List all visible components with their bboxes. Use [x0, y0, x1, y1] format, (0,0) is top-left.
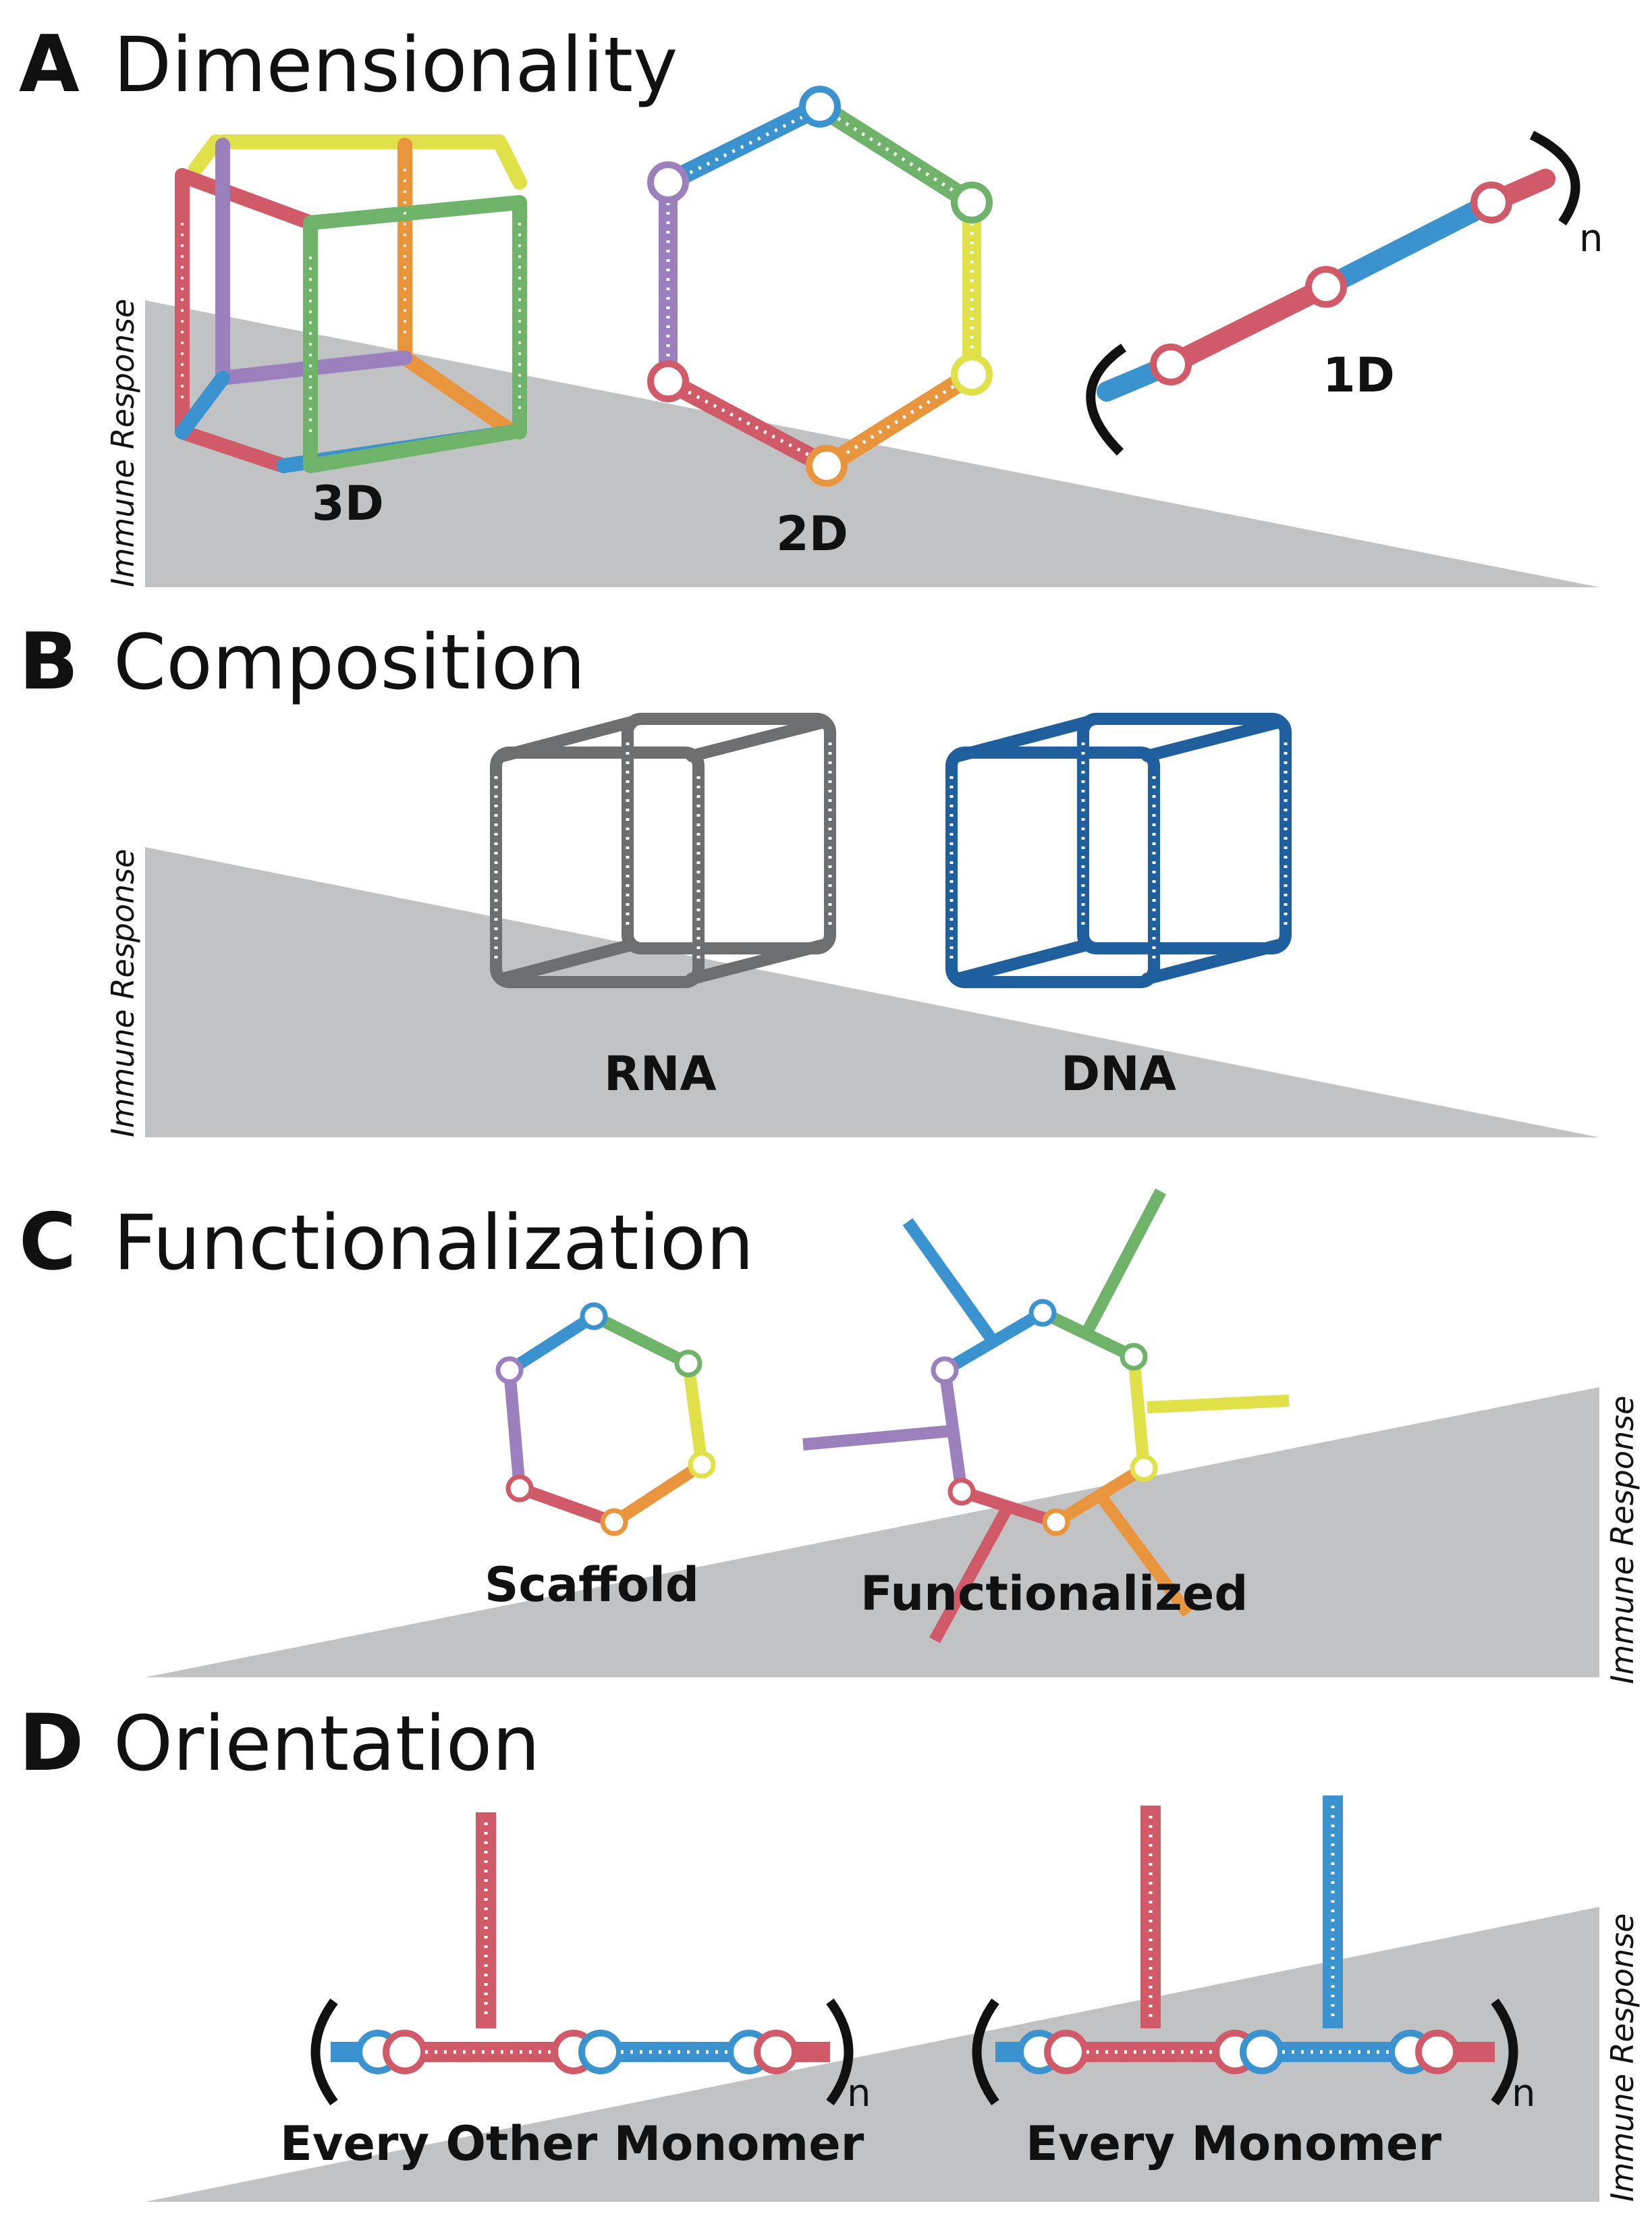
bracket-right-every-other	[826, 1998, 854, 2106]
label-1d: 1D	[1323, 348, 1395, 403]
subscript-n-every: n	[1512, 2072, 1536, 2115]
hexagon-scaffold-loops	[495, 1302, 716, 1536]
hexagon-scaffold	[503, 1310, 708, 1528]
label-every-other-monomer: Every Other Monomer	[280, 2116, 864, 2171]
immune-response-label-b: Immune Response	[105, 849, 141, 1137]
immune-response-wedge-b	[145, 847, 1599, 1137]
label-2d: 2D	[776, 506, 848, 562]
subscript-n-every-other: n	[847, 2072, 871, 2115]
label-3d: 3D	[312, 476, 384, 531]
hexagon-2d	[659, 97, 981, 475]
panel-a: Immune Response A Dimensionality 3D	[19, 19, 1603, 587]
cube-3d-multicolor	[175, 134, 527, 473]
immune-response-label-c: Immune Response	[1604, 1396, 1641, 1684]
panel-d: Immune Response D Orientation n Every Ot…	[19, 1698, 1641, 2202]
panel-letter-d: D	[19, 1698, 84, 1789]
hexagon-2d-loops	[647, 86, 993, 487]
panel-letter-a: A	[19, 19, 80, 110]
panel-b: Immune Response B Composition RNA	[19, 616, 1599, 1137]
bracket-left-every	[972, 1998, 999, 2106]
panel-letter-b: B	[19, 616, 78, 707]
hexagon-2d-rungs	[666, 111, 974, 461]
subscript-n-1d: n	[1579, 217, 1603, 261]
label-scaffold: Scaffold	[485, 1557, 699, 1613]
cube-3d-rungs	[181, 169, 521, 439]
bracket-left-every-other	[310, 1998, 338, 2106]
functional-arms	[802, 1188, 1290, 1644]
chain-1d-loops	[1150, 182, 1512, 385]
panel-title-c: Functionalization	[113, 1199, 754, 1287]
panel-letter-c: C	[19, 1197, 76, 1288]
label-dna: DNA	[1061, 1046, 1176, 1102]
panel-c: Immune Response C Functionalization Scaf…	[19, 1188, 1641, 1684]
label-rna: RNA	[604, 1046, 717, 1102]
cube-rna	[490, 713, 836, 988]
label-functionalized: Functionalized	[860, 1566, 1248, 1621]
panel-title-a: Dimensionality	[113, 22, 678, 109]
immune-response-wedge-c	[145, 1387, 1599, 1677]
cube-rna-rungs	[494, 742, 832, 958]
immune-response-label-d: Immune Response	[1604, 1914, 1641, 2202]
bracket-left-1d	[1086, 344, 1126, 456]
hexagon-functionalized-loops	[931, 1299, 1158, 1536]
panel-title-b: Composition	[113, 619, 585, 707]
chain-every-other-loops	[356, 2030, 798, 2074]
immune-response-wedge-d	[145, 1907, 1599, 2202]
panel-title-d: Orientation	[113, 1700, 540, 1788]
chain-every-other-monomer	[331, 1812, 830, 2062]
immune-response-label-a: Immune Response	[105, 299, 141, 587]
bracket-right-1d	[1529, 130, 1580, 225]
panel-d-rungs	[425, 1806, 1390, 2054]
cube-dna	[945, 713, 1292, 988]
chain-every-monomer-loops	[1017, 2030, 1460, 2074]
label-every-monomer: Every Monomer	[1026, 2116, 1442, 2171]
bracket-right-every	[1491, 1998, 1518, 2106]
cube-dna-rungs	[949, 742, 1288, 958]
